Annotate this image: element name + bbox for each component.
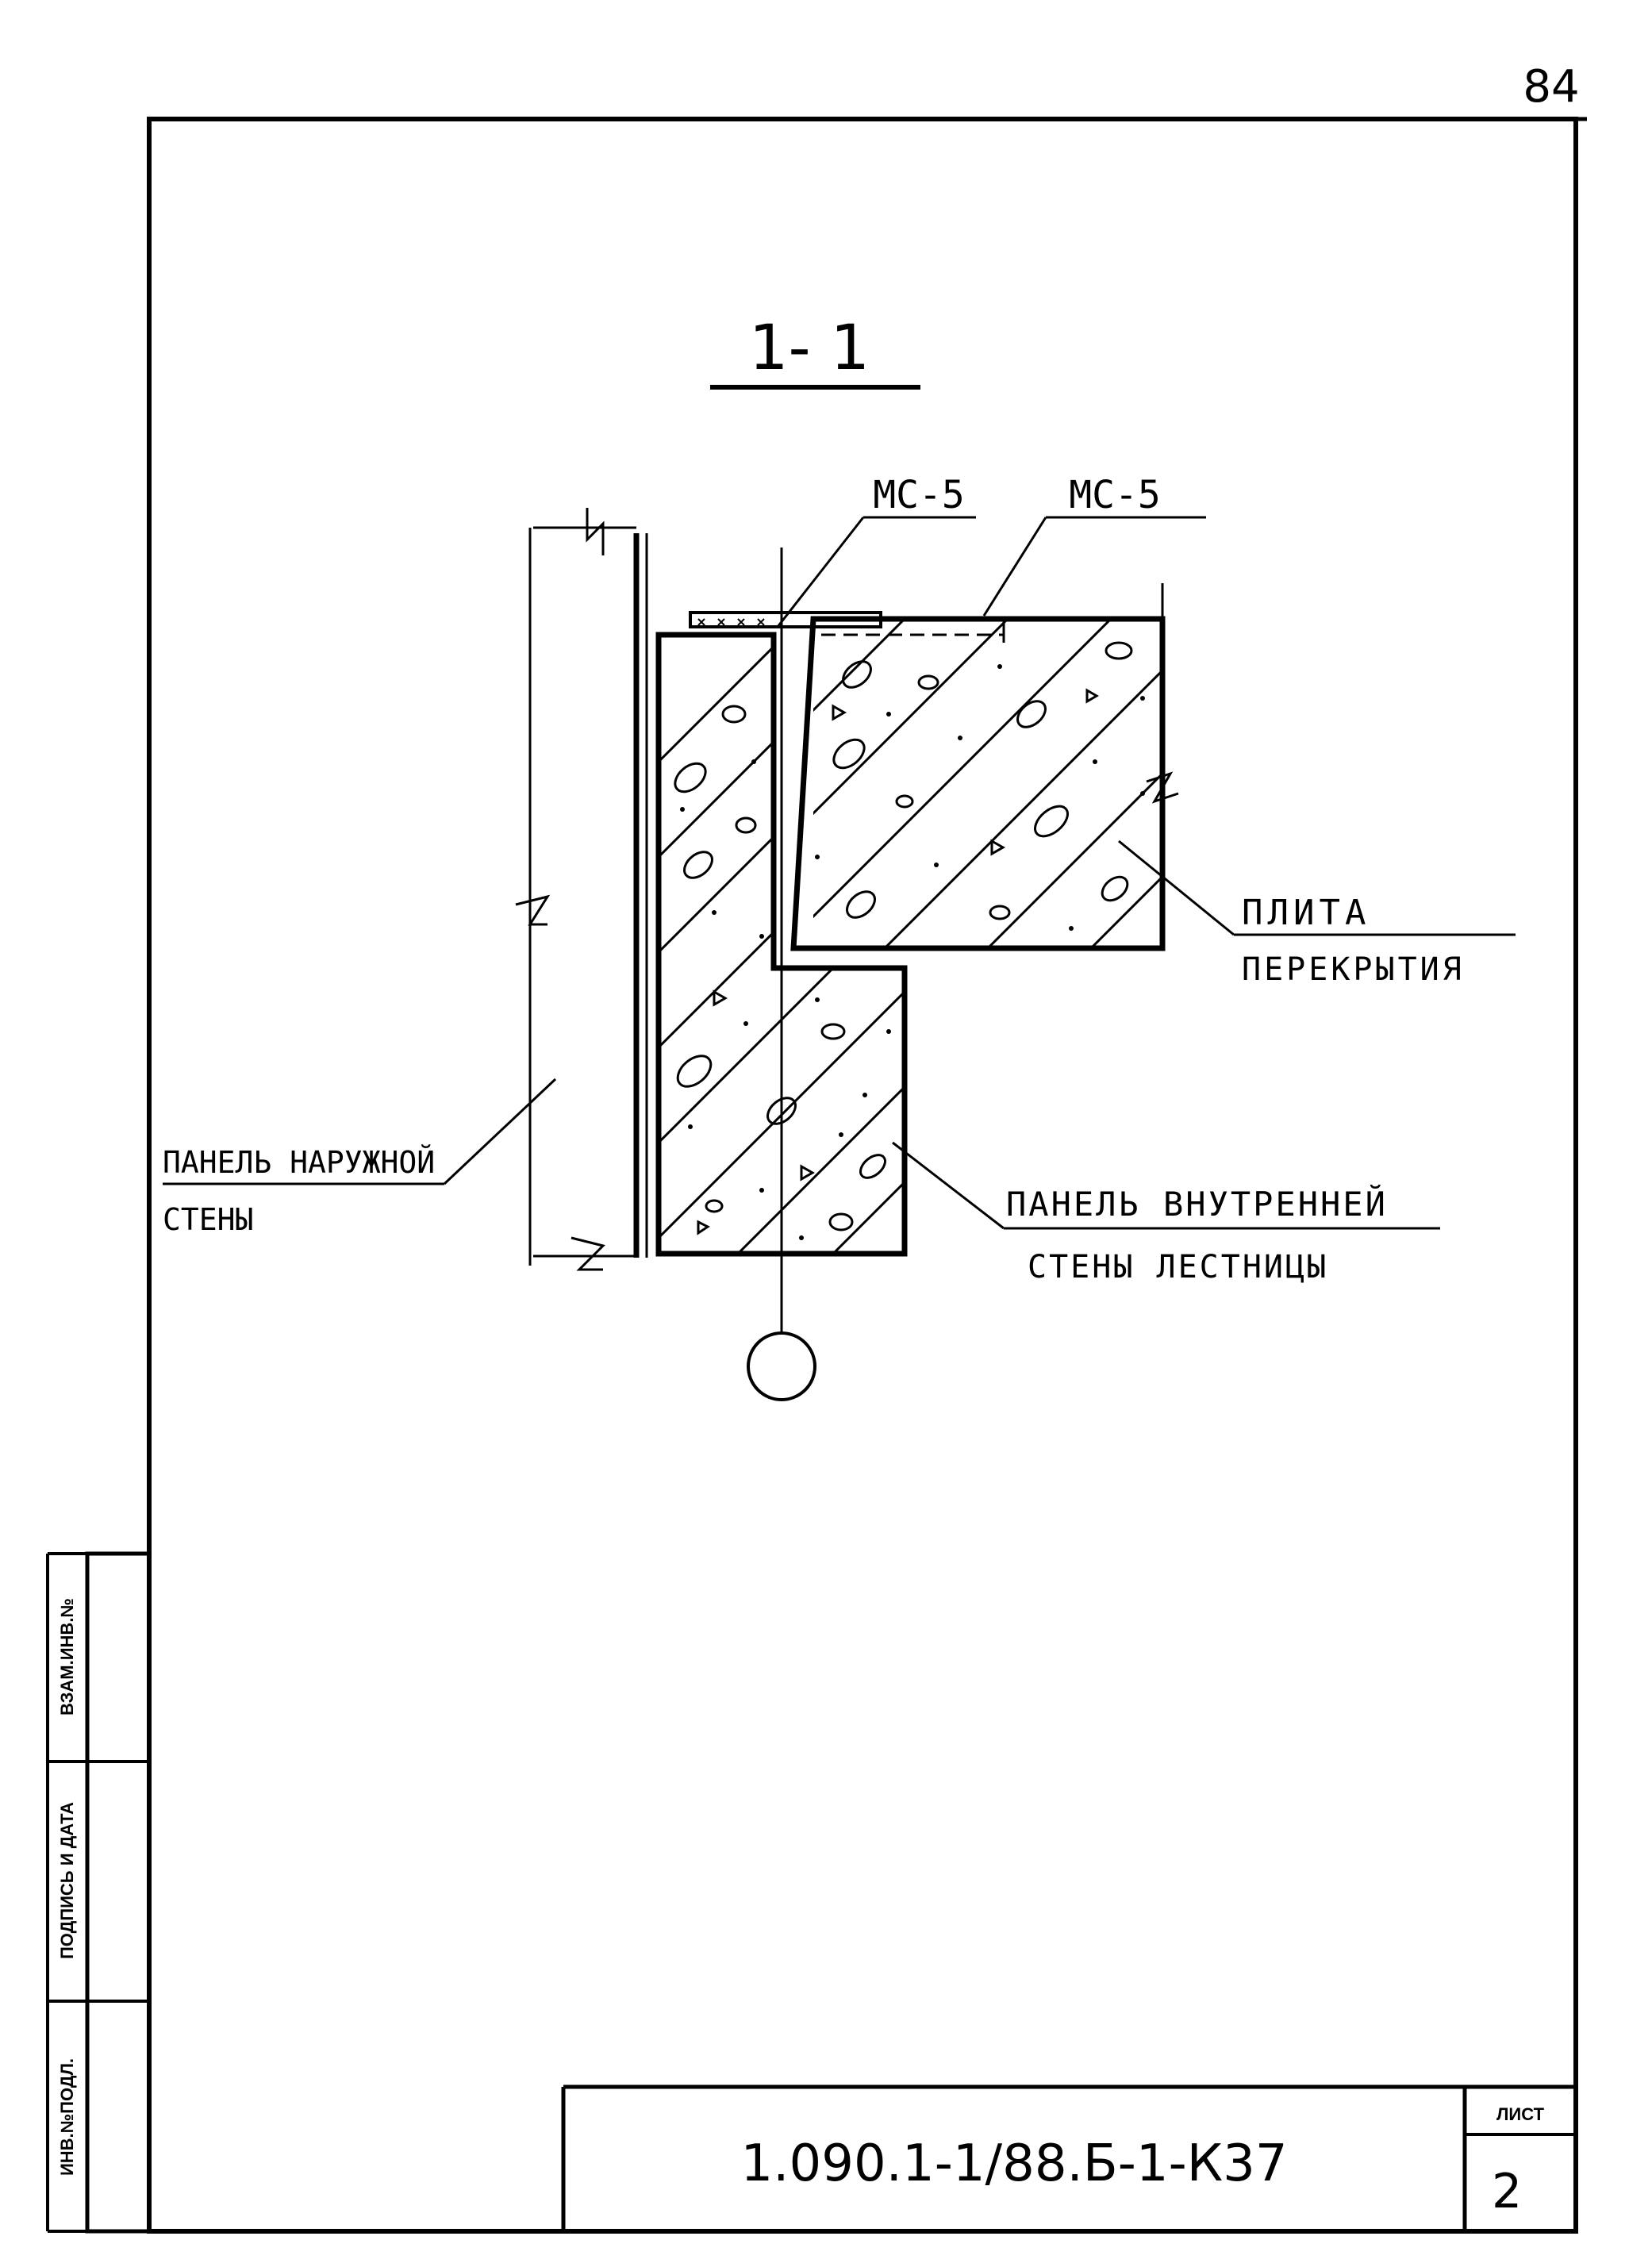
side-stamp (46, 1551, 152, 2234)
section-title: 1- 1 (749, 313, 870, 384)
side-stamp-podpis-data: ПОДПИСЬ И ДАТА (57, 1802, 77, 1959)
title-block (561, 2084, 1576, 2231)
mc5-label-left: МС-5 (873, 473, 965, 517)
axis-marker (747, 1331, 816, 1401)
embedded-plate-right (821, 619, 1005, 643)
side-stamp-vzam-inv: ВЗАМ.ИНВ.№ (57, 1598, 77, 1716)
floor-slab (790, 583, 1179, 951)
drawing-code: 1.090.1-1/88.Б-1-К37 (740, 2134, 1287, 2193)
outer-wall-panel (515, 508, 648, 1271)
sheet-number: 2 (1492, 2164, 1522, 2219)
slab-label-line2: ПЕРЕКРЫТИЯ (1242, 951, 1465, 988)
leaders (436, 516, 1516, 1230)
slab-label-line1: ПЛИТА (1242, 893, 1370, 933)
outer-panel-label-line1: ПАНЕЛЬ НАРУЖНОЙ (163, 1145, 435, 1180)
sheet-label: ЛИСТ (1496, 2104, 1545, 2124)
sheet-frame (147, 117, 1578, 2234)
inner-panel-label-line1: ПАНЕЛЬ ВНУТРЕННЕЙ (1006, 1184, 1388, 1224)
side-stamp-inv-podl: ИНВ.№ПОДЛ. (57, 2058, 77, 2176)
outer-panel-label-line2: СТЕНЫ (163, 1202, 253, 1237)
page-number: 84 (1523, 61, 1579, 113)
mc5-label-right: МС-5 (1069, 473, 1161, 517)
inner-panel-label-line2: СТЕНЫ ЛЕСТНИЦЫ (1028, 1249, 1328, 1285)
